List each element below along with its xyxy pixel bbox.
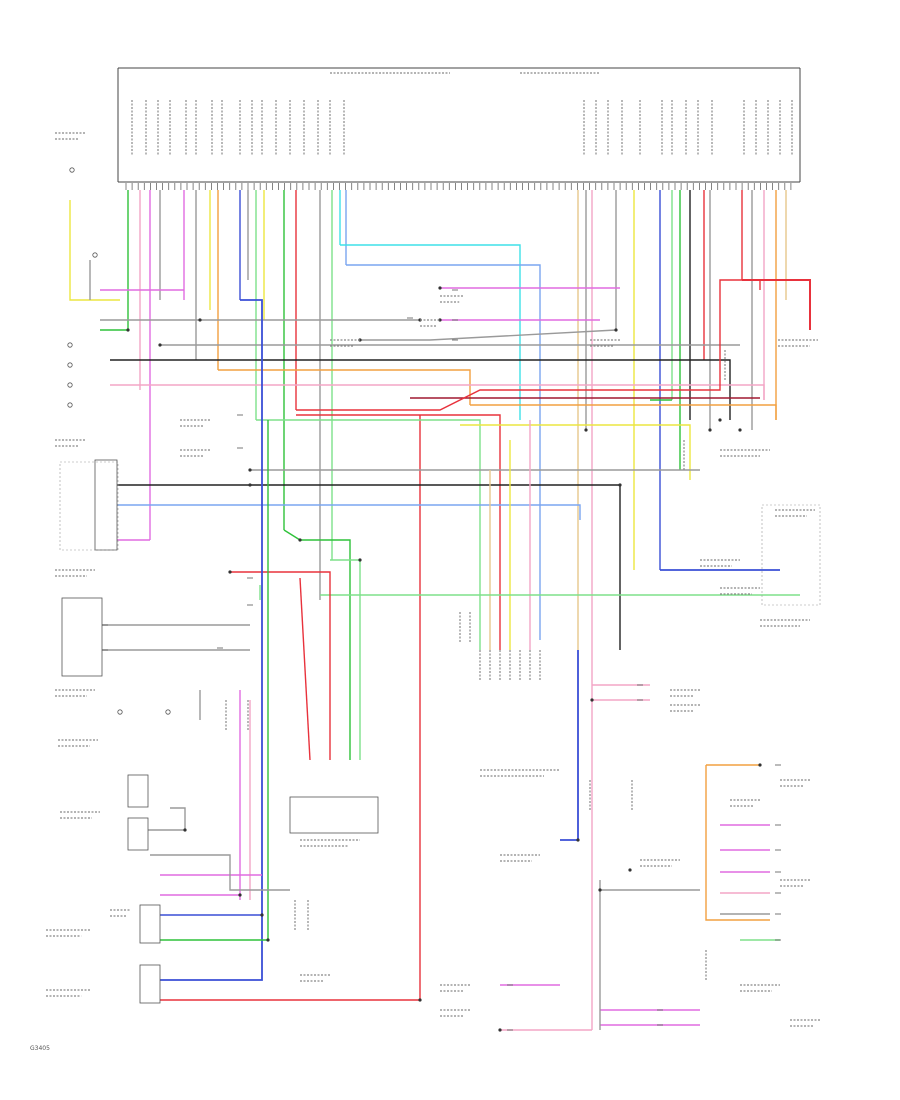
ground-symbol	[67, 362, 73, 368]
splice-point	[298, 538, 302, 542]
splice-point	[358, 558, 362, 562]
splice-point	[438, 318, 442, 322]
splice-point	[584, 428, 588, 432]
wire-orange-84	[705, 765, 770, 921]
engine-controller-outline	[761, 504, 821, 606]
wire-gray-78	[150, 854, 290, 891]
switch-outline	[59, 461, 119, 551]
park-neutral-switch-box	[94, 459, 118, 551]
wire-red-48	[296, 414, 501, 650]
component-layer	[46, 67, 821, 1032]
splice-point	[183, 828, 187, 832]
wire-pink-44	[110, 384, 765, 400]
wire-lightblue-55	[100, 504, 581, 520]
splice-point	[228, 570, 232, 574]
splice-point	[498, 1028, 502, 1032]
wire-layer	[69, 190, 811, 1031]
splice-point	[260, 913, 264, 917]
ground-symbol	[117, 709, 123, 715]
wire-green-74	[140, 420, 269, 941]
brake-switch-box	[127, 817, 149, 851]
page-code: G3405	[30, 1045, 50, 1052]
turbine-sensor-box	[139, 904, 161, 944]
wire-lightgreen-50	[256, 419, 481, 650]
overdrive-switch-box	[127, 774, 149, 808]
splice-point	[618, 483, 622, 487]
splice-point	[738, 428, 742, 432]
splice-point	[614, 328, 618, 332]
wire-black-42	[110, 359, 731, 420]
splice-point	[158, 343, 162, 347]
wire-gray-39	[360, 329, 617, 341]
splice-point	[590, 698, 594, 702]
splice-point	[126, 328, 130, 332]
wire-lightblue-35	[346, 264, 541, 640]
ground-symbol	[69, 167, 75, 173]
wire-blue-81	[560, 650, 579, 841]
wire-orange-43	[218, 369, 471, 405]
wire-green-56	[283, 529, 351, 760]
ground-symbol	[165, 709, 171, 715]
splice-point	[708, 428, 712, 432]
splice-point	[248, 468, 252, 472]
splice-point	[598, 888, 602, 892]
wire-lightgreen-66	[330, 559, 361, 760]
splice-point	[238, 893, 242, 897]
transmission-relay-box	[61, 597, 103, 677]
splice-point	[576, 838, 580, 842]
splice-point	[248, 483, 252, 487]
wire-cyan-34	[340, 244, 521, 420]
splice-point	[198, 318, 202, 322]
splice-point	[418, 998, 422, 1002]
wire-yellow-51	[460, 424, 691, 480]
solenoid-assembly-box	[289, 796, 379, 834]
wire-yellow-97	[69, 200, 120, 301]
wire-blue-72	[160, 299, 263, 981]
ground-symbol	[67, 382, 73, 388]
splice-point	[628, 868, 632, 872]
wire-red-65	[299, 577, 311, 761]
output-sensor-box	[139, 964, 161, 1004]
wire-red-47	[742, 279, 811, 330]
ground-symbol	[67, 342, 73, 348]
wire-gray-95	[170, 807, 186, 830]
splice-point	[266, 938, 270, 942]
ground-symbol	[92, 252, 98, 258]
ground-symbol	[67, 402, 73, 408]
wire-orange-52	[470, 404, 777, 420]
wire-red-64	[230, 571, 331, 760]
splice-point	[758, 763, 762, 767]
splice-point	[438, 286, 442, 290]
splice-point	[718, 418, 722, 422]
